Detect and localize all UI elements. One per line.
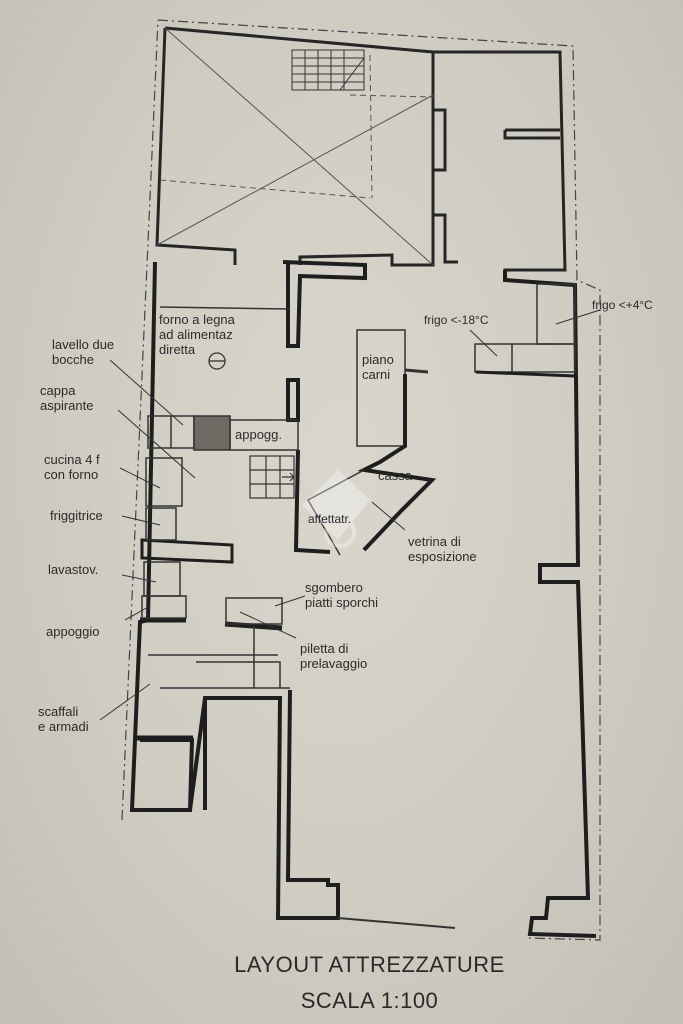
label-lavello: lavello due bocche: [52, 337, 115, 367]
label-cucina: cucina 4 f con forno: [44, 452, 100, 482]
label-frigo-4: frigo <+4°C: [592, 298, 653, 312]
property-boundary: [121, 19, 601, 941]
label-appoggio: appoggio: [46, 624, 100, 639]
stair-hatch: [291, 49, 365, 91]
kitchen-stair: [249, 455, 295, 499]
label-piano-carni: piano carni: [362, 352, 394, 382]
label-sgombero: sgombero piatti sporchi: [305, 580, 378, 610]
label-cappa: cappa aspirante: [40, 383, 94, 413]
shop-equipment: [306, 283, 576, 556]
label-friggitrice: friggitrice: [50, 508, 103, 523]
label-cassa: cassa: [378, 468, 412, 483]
label-piletta: piletta di prelavaggio: [300, 641, 368, 671]
leader-lines: [99, 309, 601, 721]
label-affettatr: affettatr.: [308, 512, 352, 526]
label-forno: forno a legna ad alimentaz diretta: [159, 312, 235, 357]
label-lavastov: lavastov.: [48, 562, 99, 577]
drawing-title: LAYOUT ATTREZZATURE: [234, 952, 505, 977]
kitchen-equipment: [141, 306, 299, 689]
label-appogg: appogg.: [235, 427, 282, 442]
label-vetrina: vetrina di esposizione: [408, 534, 477, 564]
label-frigo-18: frigo <-18°C: [424, 313, 489, 327]
watermark: [302, 470, 370, 548]
label-scaffali: scaffali e armadi: [38, 704, 89, 734]
drawing-scale: SCALA 1:100: [300, 988, 439, 1013]
front-threshold: [337, 917, 456, 929]
upper-room-diagonals: [156, 27, 434, 266]
